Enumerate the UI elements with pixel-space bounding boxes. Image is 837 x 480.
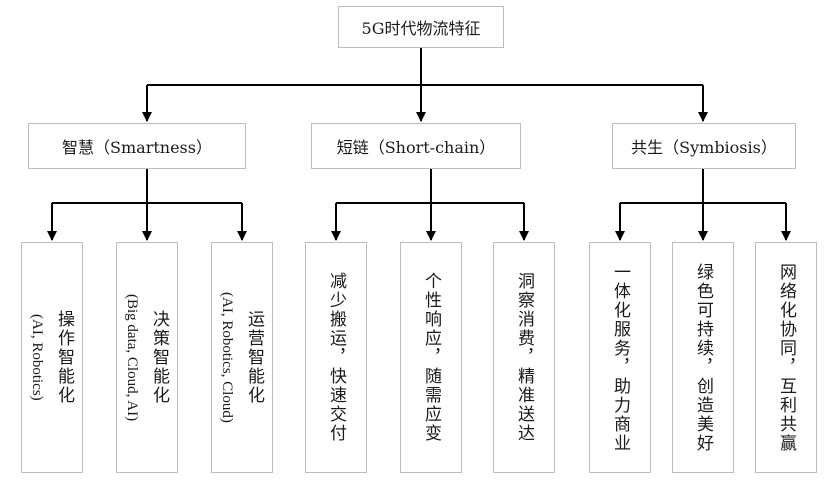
leaf-zh-text: 减少搬运，快速交付 — [326, 272, 346, 443]
category-symbiosis-label: 共生（Symbiosis） — [631, 138, 777, 157]
root-node: 5G时代物流特征 — [338, 6, 504, 48]
leaf-en-text: (AI, Robotics, Cloud) — [219, 292, 235, 423]
leaf-integrated-service: 一体化服务，助力商业 — [589, 242, 651, 473]
category-smartness-label: 智慧（Smartness） — [62, 138, 212, 157]
leaf-operations-intelligence: 运营智能化 (AI, Robotics, Cloud) — [211, 242, 273, 473]
leaf-en-text: (AI, Robotics) — [29, 314, 45, 401]
leaf-zh-text: 决策智能化 — [149, 309, 169, 405]
category-short-chain-label: 短链（Short-chain） — [336, 138, 496, 157]
leaf-reduce-handling: 减少搬运，快速交付 — [305, 242, 367, 473]
leaf-zh-text: 运营智能化 — [244, 309, 264, 405]
leaf-zh-text: 绿色可持续，创造美好 — [693, 262, 713, 453]
leaf-en-text: (Big data, Cloud, AI) — [124, 293, 140, 422]
category-smartness: 智慧（Smartness） — [28, 123, 246, 169]
leaf-decision-intelligence: 决策智能化 (Big data, Cloud, AI) — [116, 242, 178, 473]
leaf-zh-text: 一体化服务，助力商业 — [610, 262, 630, 453]
leaf-operation-intelligence: 操作智能化 (AI, Robotics) — [21, 242, 83, 473]
category-symbiosis: 共生（Symbiosis） — [612, 123, 796, 169]
leaf-zh-text: 操作智能化 — [54, 310, 74, 405]
leaf-zh-text: 网络化协同，互利共赢 — [776, 262, 796, 453]
root-label: 5G时代物流特征 — [361, 19, 481, 38]
leaf-consumer-insight: 洞察消费，精准送达 — [493, 242, 555, 473]
leaf-network-collaboration: 网络化协同，互利共赢 — [755, 242, 817, 473]
category-short-chain: 短链（Short-chain） — [311, 123, 521, 169]
leaf-zh-text: 洞察消费，精准送达 — [514, 272, 534, 443]
leaf-zh-text: 个性响应，随需应变 — [421, 272, 441, 443]
leaf-personalized-response: 个性响应，随需应变 — [400, 242, 462, 473]
leaf-green-sustainable: 绿色可持续，创造美好 — [672, 242, 734, 473]
